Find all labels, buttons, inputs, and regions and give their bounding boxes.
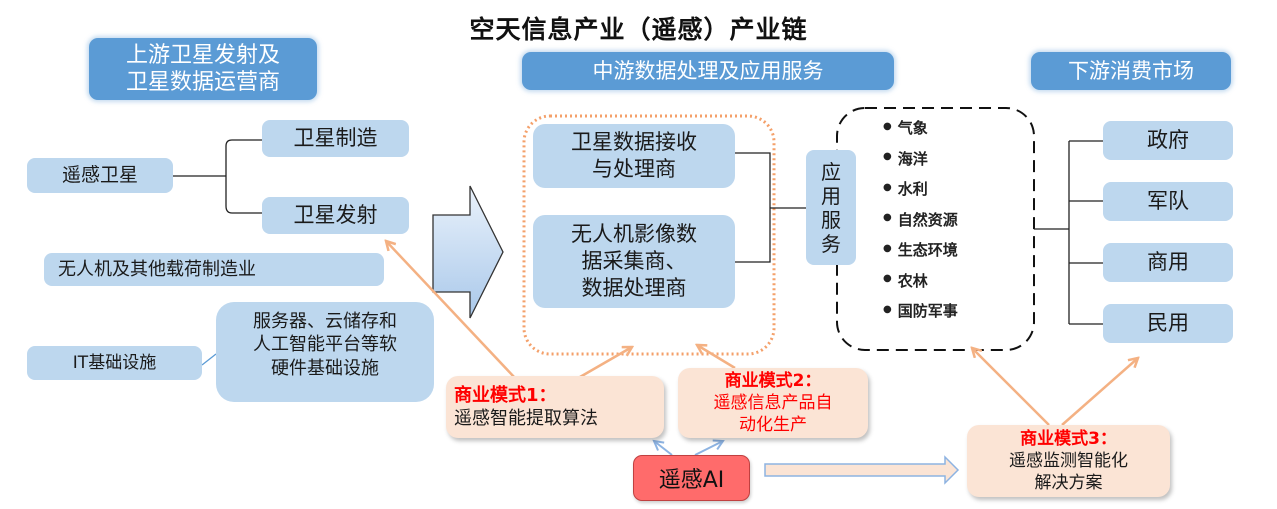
business-model-3-box: 商业模式3： 遥感监测智能化 解决方案	[967, 425, 1170, 497]
remote-sensing-satellite-box: 遥感卫星	[27, 158, 173, 193]
midstream-dotted-region	[522, 114, 776, 356]
upstream-header: 上游卫星发射及 卫星数据运营商	[89, 38, 317, 100]
ai-arrows	[654, 441, 723, 456]
business-model-2-desc: 遥感信息产品自 动化生产	[713, 392, 833, 436]
midstream-bracket	[735, 152, 806, 263]
application-services-box: 应 用 服 务	[806, 150, 856, 265]
page-title: 空天信息产业（遥感）产业链	[469, 15, 808, 44]
big-right-arrow	[432, 185, 504, 319]
midstream-header: 中游数据处理及应用服务	[522, 52, 894, 90]
remote-sensing-ai-node: 遥感AI	[633, 455, 750, 501]
it-infrastructure-box: IT基础设施	[27, 346, 202, 380]
it-connector	[201, 353, 217, 366]
business-model-2-label: 商业模式2：	[724, 370, 822, 391]
application-fields-list: 气象 海洋 水利 自然资源 生态环境 农林 国防军事	[883, 113, 958, 327]
satellite-manufacturing-box: 卫星制造	[262, 120, 409, 157]
application-field-item: 水利	[883, 174, 958, 205]
downstream-tree-connector	[1034, 140, 1103, 325]
application-field-item: 农林	[883, 266, 958, 297]
uav-data-processor-box: 无人机影像数 据采集商、 数据处理商	[533, 215, 735, 308]
ai-to-model3-arrow	[764, 455, 960, 485]
market-commercial-box: 商用	[1103, 243, 1233, 282]
application-field-item: 自然资源	[883, 205, 958, 236]
application-field-item: 海洋	[883, 144, 958, 175]
satellite-tree-connector	[173, 139, 262, 214]
application-field-item: 生态环境	[883, 235, 958, 266]
satellite-launch-box: 卫星发射	[262, 197, 409, 234]
uav-manufacturing-box: 无人机及其他载荷制造业	[44, 253, 384, 286]
business-model-1-desc: 遥感智能提取算法	[454, 408, 598, 429]
application-field-item: 气象	[883, 113, 958, 144]
business-model-1-label: 商业模式1：	[454, 384, 557, 406]
business-model-arrows	[386, 241, 1138, 426]
business-model-3-label: 商业模式3：	[1020, 428, 1117, 449]
business-model-2-box: 商业模式2： 遥感信息产品自 动化生产	[678, 368, 868, 438]
it-infrastructure-detail-box: 服务器、云储存和 人工智能平台等软 硬件基础设施	[216, 302, 434, 402]
market-civilian-box: 民用	[1103, 304, 1233, 343]
business-model-3-desc: 遥感监测智能化 解决方案	[1009, 450, 1128, 494]
application-field-item: 国防军事	[883, 296, 958, 327]
market-government-box: 政府	[1103, 121, 1233, 160]
business-model-1-box: 商业模式1： 遥感智能提取算法	[446, 376, 664, 438]
downstream-header: 下游消费市场	[1031, 52, 1231, 90]
satellite-data-processor-box: 卫星数据接收 与处理商	[533, 124, 735, 188]
market-military-box: 军队	[1103, 182, 1233, 221]
